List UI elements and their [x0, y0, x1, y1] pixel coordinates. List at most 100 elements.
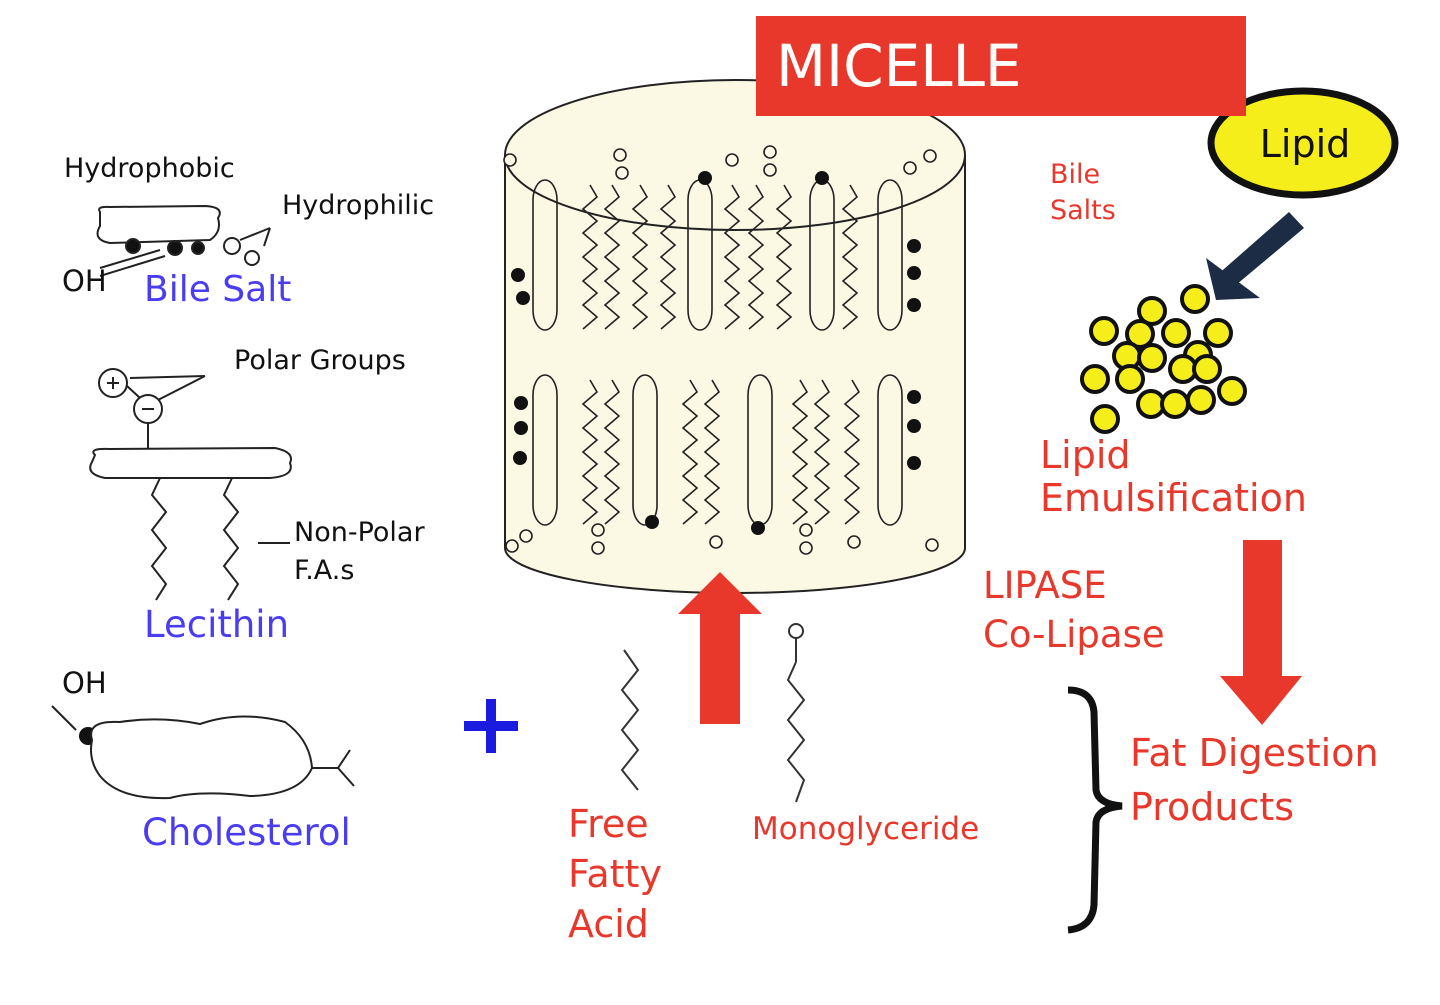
fas-label: F.A.s [294, 555, 355, 586]
lipid-droplet-small [1186, 385, 1216, 415]
curly-brace [1067, 686, 1123, 934]
lipid-droplet-small [1089, 316, 1119, 346]
free-fatty-acid-chain [620, 649, 640, 791]
monoglyceride-molecule [786, 623, 806, 803]
lipid-droplet-small [1180, 284, 1210, 314]
hydrophilic-dot [907, 239, 921, 253]
lipid-droplet-small [1203, 318, 1233, 348]
lipid-droplet-small [1137, 343, 1167, 373]
hydrophilic-label: Hydrophilic [282, 190, 435, 221]
fatty-acid-chain [659, 184, 677, 330]
monoglyceride-label: Monoglyceride [752, 811, 980, 847]
lipid-droplet-small [1080, 364, 1110, 394]
bile-label: Bile [1050, 159, 1101, 190]
fatty-acid-chain [843, 379, 861, 525]
lipid-droplet-small [1192, 354, 1222, 384]
polar-head [903, 161, 917, 175]
lipid-emulsification-line2: Emulsification [1040, 476, 1307, 520]
fatty-acid-chain [603, 184, 621, 330]
lipid-droplet-small [1217, 376, 1247, 406]
bile-salt-label: Bile Salt [144, 269, 292, 310]
hydrophilic-dot [514, 396, 528, 410]
fatty-acid-chain [681, 379, 699, 525]
hydrophilic-dot [751, 521, 765, 535]
polar-groups-label: Polar Groups [234, 345, 406, 376]
bile-salt-molecule [96, 204, 271, 277]
fatty-acid-chain [631, 184, 649, 330]
bile-salt-loop [532, 374, 558, 526]
salts-label: Salts [1050, 195, 1116, 226]
lipid-droplet-small [1137, 296, 1167, 326]
bile-salt-loop [532, 179, 558, 331]
cholesterol-label: Cholesterol [142, 811, 351, 854]
red-up-arrow [678, 572, 762, 724]
fatty-acid-chain [775, 184, 793, 330]
hydrophilic-dot [645, 515, 659, 529]
plus-sign [464, 699, 518, 753]
lipid-droplet [1207, 87, 1399, 199]
cholesterol-oh-label: OH [62, 666, 107, 700]
polar-head [763, 163, 777, 177]
polar-head [591, 523, 605, 537]
polar-head [799, 523, 813, 537]
cholesterol-molecule [51, 705, 355, 800]
hydrophilic-dot [815, 171, 829, 185]
hydrophilic-dot [513, 451, 527, 465]
hydrophilic-dot [514, 421, 528, 435]
hydrophobic-label: Hydrophobic [64, 153, 235, 184]
hydrophilic-dot [907, 298, 921, 312]
free-label: Free [568, 802, 649, 846]
lipid-label: Lipid [1259, 122, 1351, 166]
red-down-arrow [1220, 540, 1302, 725]
lipid-droplet-small [1160, 389, 1190, 419]
polar-head [591, 541, 605, 555]
hydrophilic-dot [907, 266, 921, 280]
lecithin-label: Lecithin [144, 603, 290, 646]
polar-head [763, 145, 777, 159]
products-label: Products [1130, 785, 1295, 829]
micelle-title-text: MICELLE [776, 32, 1022, 100]
fatty-acid-chain [723, 184, 741, 330]
fat-digestion-label: Fat Digestion [1130, 731, 1379, 775]
polar-head [799, 541, 813, 555]
polar-head [847, 535, 861, 549]
bile-salt-loop [877, 374, 903, 526]
lipid-droplet-small [1125, 319, 1155, 349]
bile-salt-loop [877, 179, 903, 331]
non-polar-label: Non-Polar [294, 517, 425, 548]
polar-head [615, 166, 629, 180]
micelle-cylinder [503, 79, 966, 594]
acid-label: Acid [568, 902, 649, 946]
polar-head [709, 535, 723, 549]
polar-head [923, 149, 937, 163]
fatty-label: Fatty [568, 852, 662, 896]
lipid-droplet-small [1161, 318, 1191, 348]
lipid-droplet-small [1115, 364, 1145, 394]
fatty-acid-chain [581, 184, 599, 330]
lipid-emulsification-line1: Lipid [1040, 433, 1131, 477]
fatty-acid-chain [747, 184, 765, 330]
hydrophilic-dot [907, 419, 921, 433]
polar-head [505, 539, 519, 553]
polar-head [503, 153, 517, 167]
bile-salt-loop [632, 374, 658, 526]
hydrophilic-dot [907, 390, 921, 404]
emulsified-lipid-droplets [1080, 284, 1247, 434]
fatty-acid-chain [791, 379, 809, 525]
lecithin-molecule [89, 368, 292, 601]
fatty-acid-chain [841, 184, 859, 330]
hydrophilic-dot [698, 171, 712, 185]
micelle-lipids [503, 145, 939, 555]
hydrophilic-dot [516, 291, 530, 305]
fatty-acid-chain [581, 379, 599, 525]
hydrophilic-dot [907, 456, 921, 470]
polar-head [925, 538, 939, 552]
fatty-acid-chain [603, 379, 621, 525]
polar-head [519, 529, 533, 543]
lipid-droplet-small [1090, 404, 1120, 434]
polar-head [613, 148, 627, 162]
lipase-label: LIPASE [983, 564, 1107, 607]
polar-head [725, 153, 739, 167]
fatty-acid-chain [813, 379, 831, 525]
